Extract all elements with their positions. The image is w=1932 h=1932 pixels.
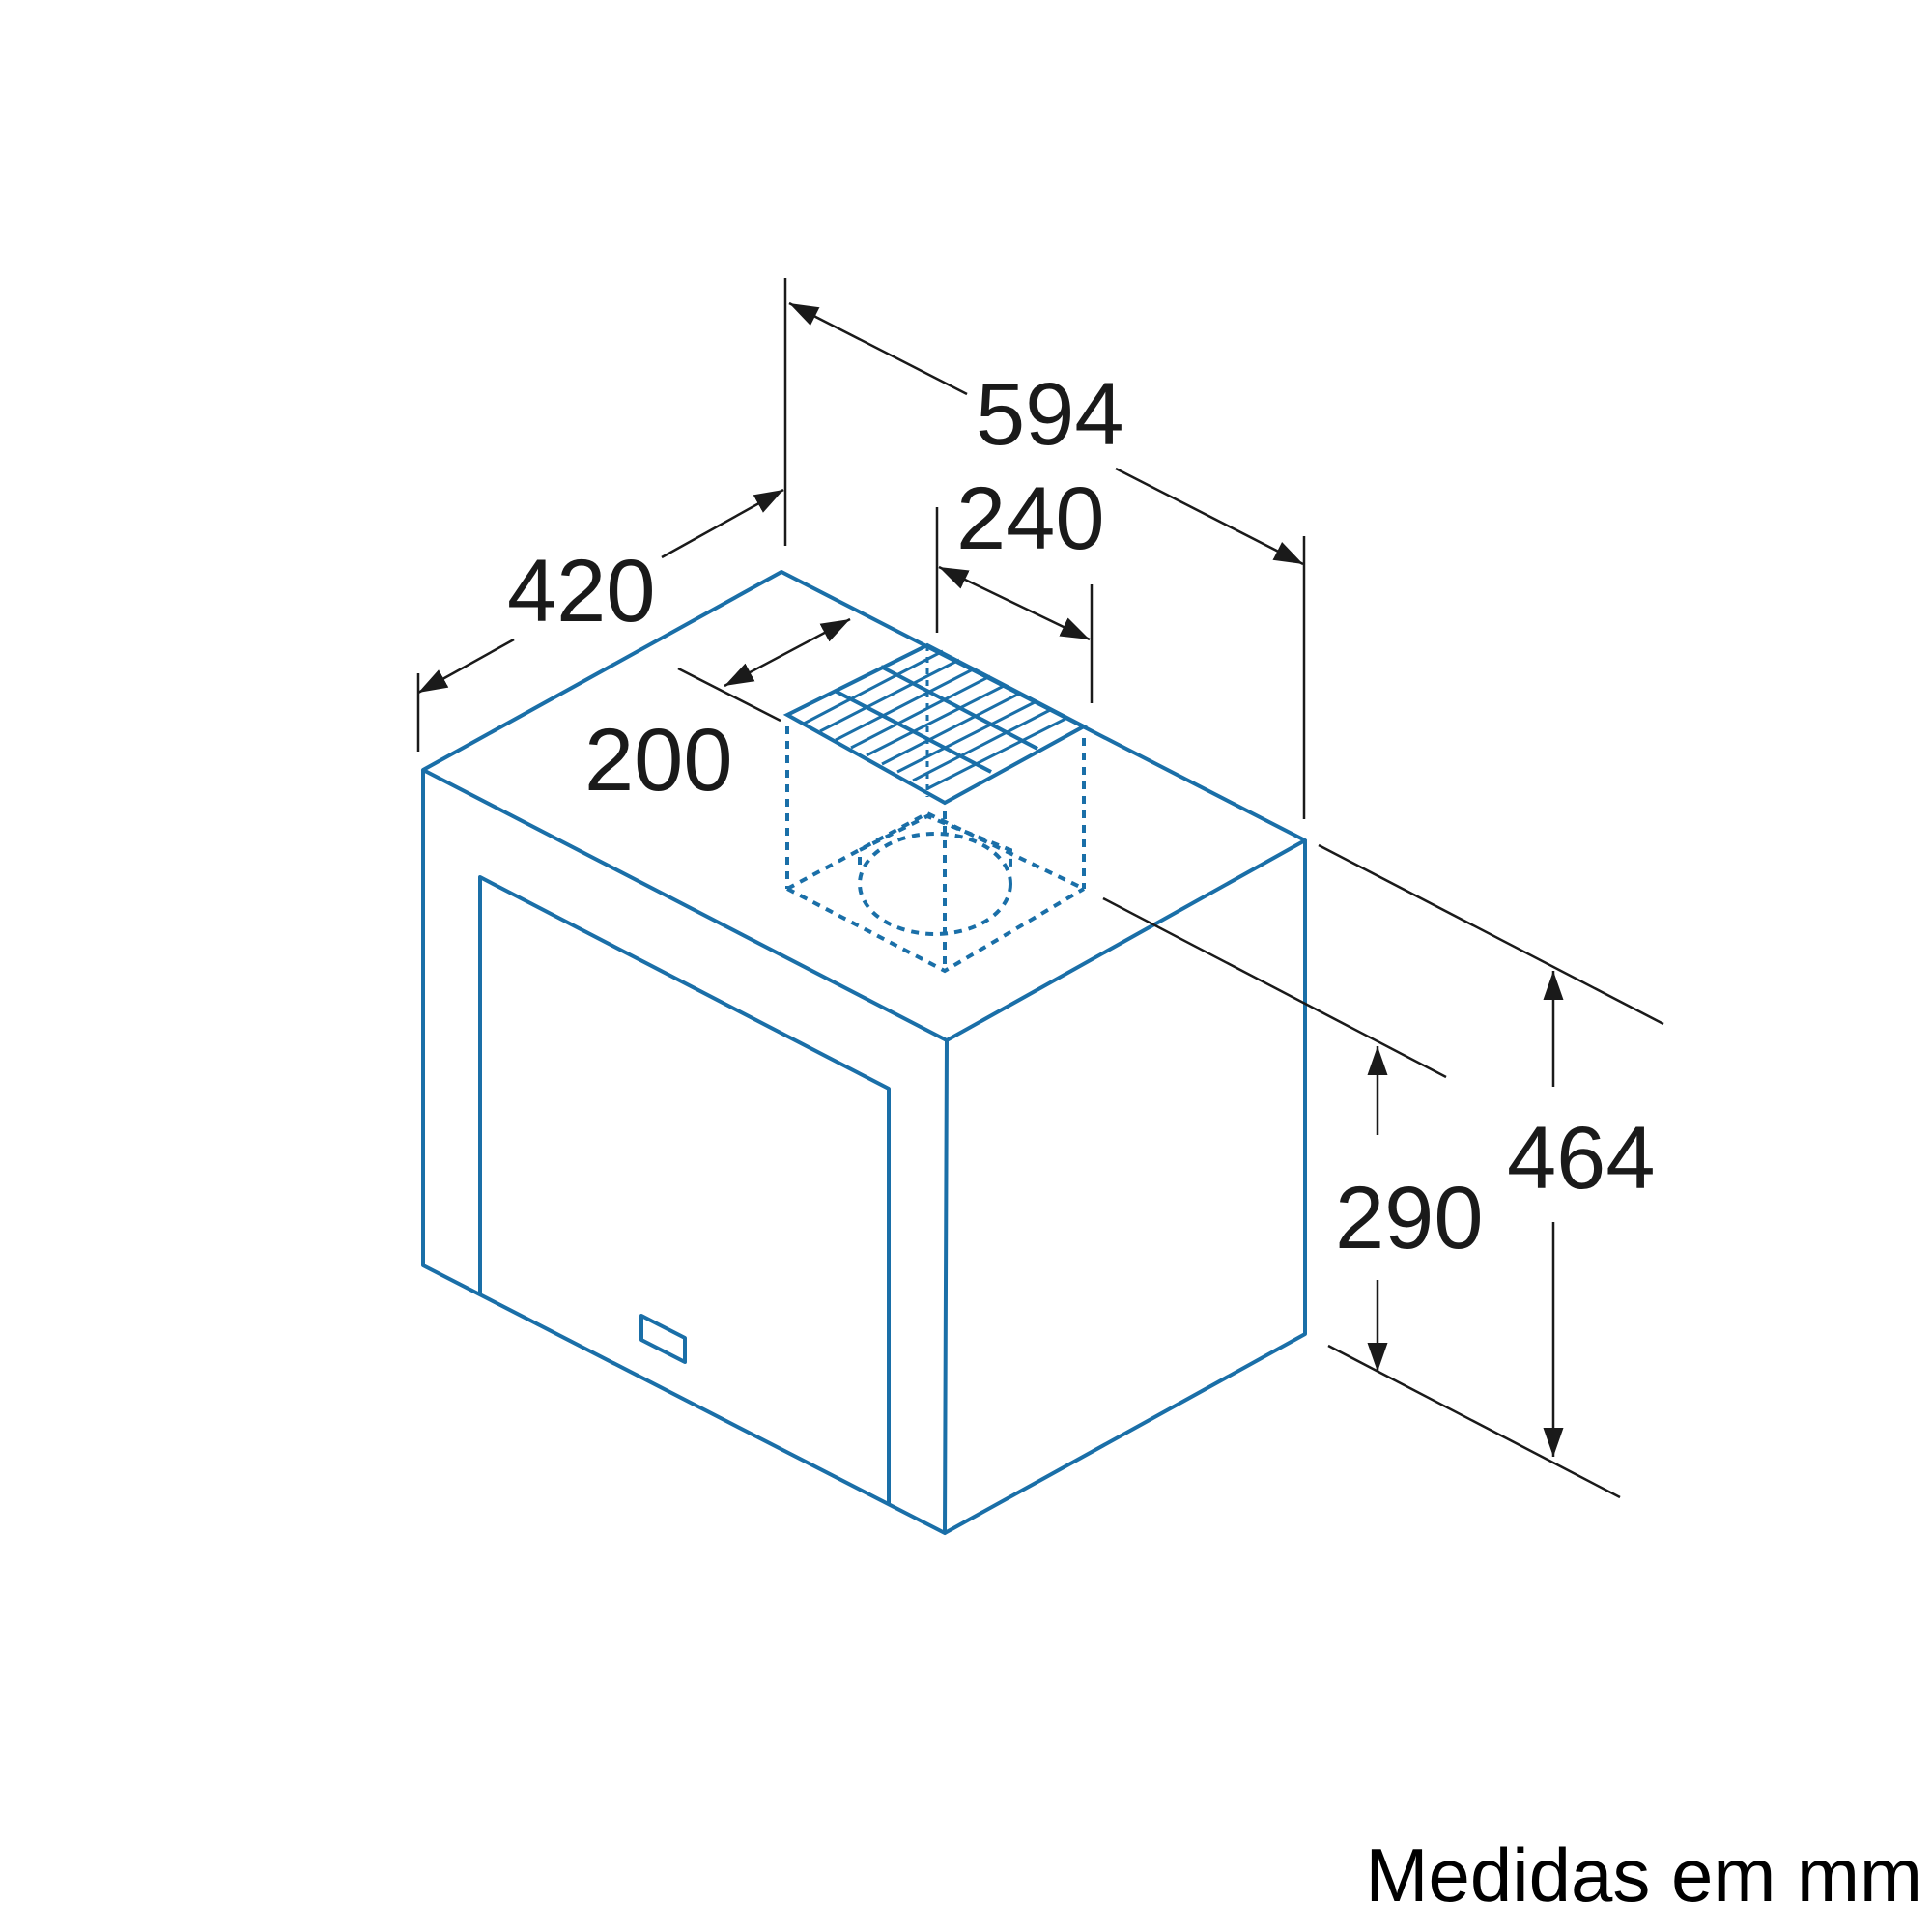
- hood-side-face: [944, 840, 1307, 1535]
- control-button: [639, 1314, 687, 1364]
- dimension-label-outlet-depth: 200: [584, 711, 733, 810]
- outlet-grille: [782, 642, 1089, 974]
- hood-body: [421, 570, 1307, 1535]
- dimension-label-depth: 420: [507, 542, 656, 640]
- dimension-label-height-total: 464: [1507, 1109, 1656, 1208]
- hood-top-face: [421, 570, 1307, 1042]
- units-note: Medidas em mm: [1366, 1833, 1922, 1918]
- dimension-label-height-body: 290: [1335, 1169, 1484, 1267]
- dimension-label-width: 594: [976, 365, 1124, 464]
- hood-front-face: [421, 770, 949, 1535]
- hood-front-panel: [478, 875, 891, 1505]
- dimension-lines: [416, 278, 1664, 1499]
- dimension-label-outlet-width: 240: [956, 469, 1105, 568]
